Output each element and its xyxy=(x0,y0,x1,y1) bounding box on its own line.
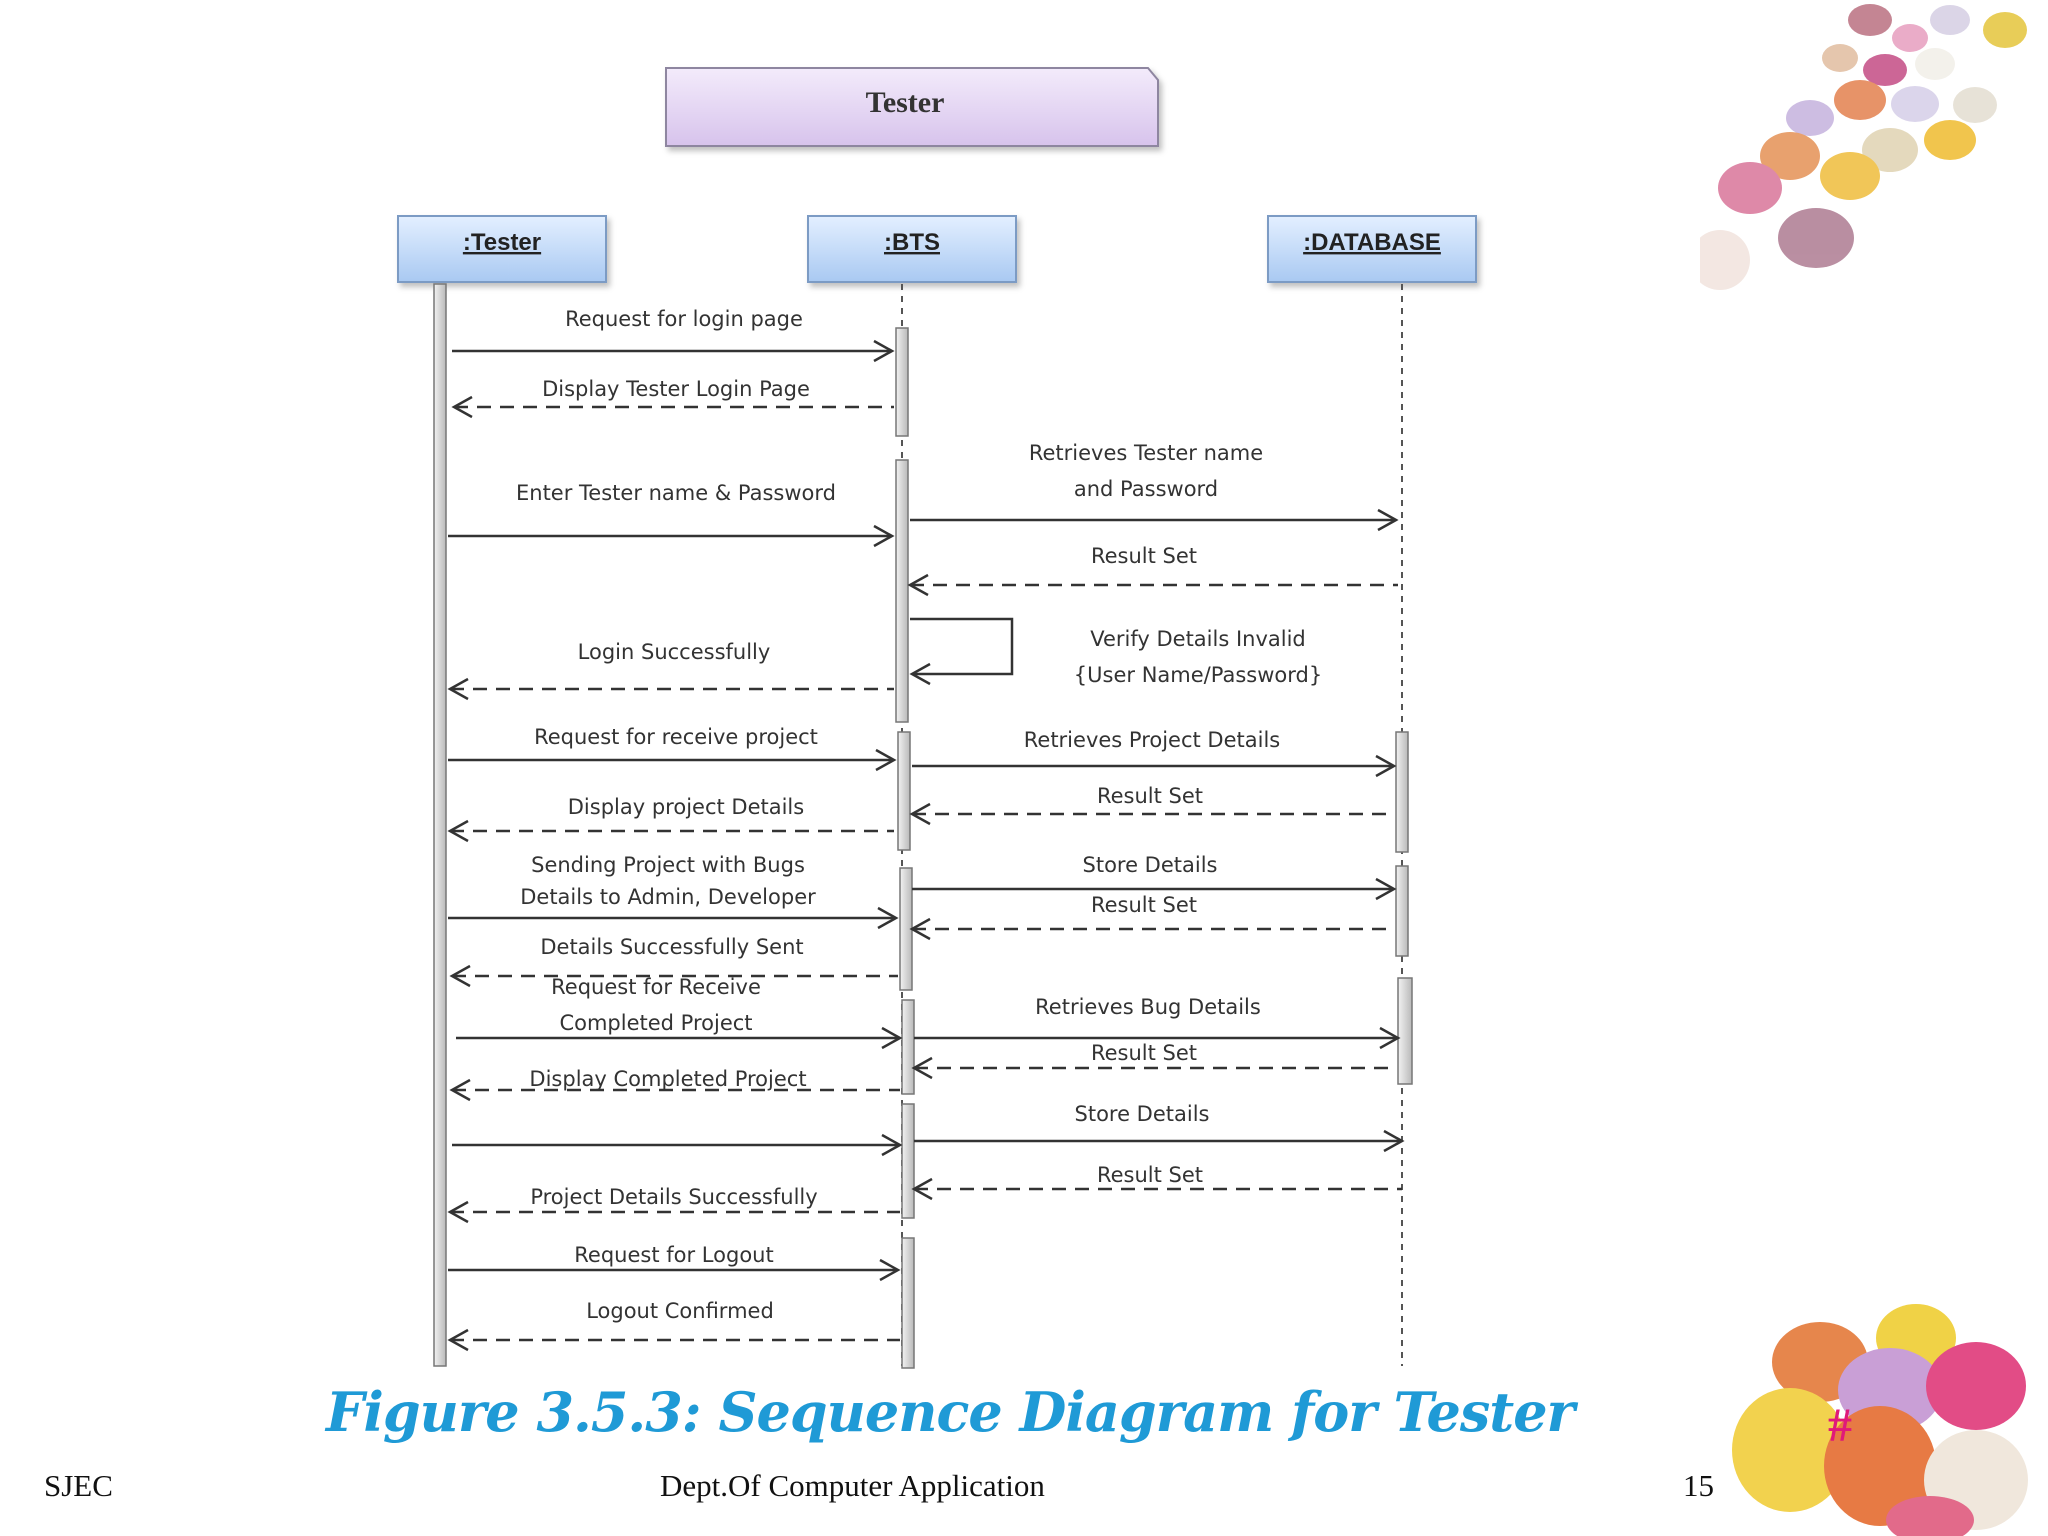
message-request-receive-project: Request for receive project xyxy=(448,725,897,772)
diagram-title-box: Tester xyxy=(665,67,1159,147)
lifeline-label-bts: :BTS xyxy=(884,229,940,256)
message-result-set-1: Result Set xyxy=(907,544,1398,597)
activations-bts xyxy=(895,327,915,1369)
message-label: Result Set xyxy=(1097,784,1203,808)
page-number: 15 xyxy=(1683,1468,1714,1503)
message-label: Details to Admin, Developer xyxy=(520,885,816,909)
message-label: Store Details xyxy=(1083,853,1218,877)
message-login-successfully: Login Successfully xyxy=(447,640,894,701)
message-result-set-4: Result Set xyxy=(911,1041,1396,1080)
message-label: Display Tester Login Page xyxy=(542,377,810,401)
message-label: Result Set xyxy=(1091,1041,1197,1065)
message-label: Request for receive project xyxy=(534,725,818,749)
message-label: Enter Tester name & Password xyxy=(516,481,836,505)
message-label: Display Completed Project xyxy=(529,1067,806,1091)
message-retrieve-tester: Retrieves Tester name and Password xyxy=(910,441,1399,532)
message-display-completed-project: Display Completed Project xyxy=(449,1067,900,1102)
message-label: Result Set xyxy=(1097,1163,1203,1187)
message-display-login-page: Display Tester Login Page xyxy=(451,377,894,419)
message-verify-details: Verify Details Invalid {User Name/Passwo… xyxy=(909,617,1322,687)
message-label: Store Details xyxy=(1075,1102,1210,1126)
lifeline-bts: :BTS xyxy=(807,215,1017,283)
footer-department: Dept.Of Computer Application xyxy=(660,1468,1045,1503)
figure-caption: Figure 3.5.3: Sequence Diagram for Teste… xyxy=(325,1380,1575,1444)
message-result-set-5: Result Set xyxy=(911,1163,1402,1201)
lifeline-database: :DATABASE xyxy=(1267,215,1477,283)
message-label: Result Set xyxy=(1091,893,1197,917)
message-label: Request for Receive xyxy=(551,975,761,999)
message-label: and Password xyxy=(1074,477,1218,501)
message-sending-project-bugs: Sending Project with Bugs Details to Adm… xyxy=(448,853,899,930)
message-label: Request for login page xyxy=(565,307,803,331)
message-label: Logout Confirmed xyxy=(586,1299,774,1323)
message-retrieve-project: Retrieves Project Details xyxy=(912,728,1397,778)
message-result-set-2: Result Set xyxy=(909,784,1394,826)
footer-institution: SJEC xyxy=(44,1468,113,1503)
message-label: Retrieves Bug Details xyxy=(1035,995,1261,1019)
candy-eggs-bottom-decoration xyxy=(1732,1304,2028,1536)
message-request-completed-project: Request for Receive Completed Project xyxy=(456,975,903,1050)
message-label: Verify Details Invalid xyxy=(1090,627,1306,651)
message-label: Retrieves Project Details xyxy=(1024,728,1280,752)
message-store-details-1: Store Details xyxy=(912,853,1397,901)
message-label: Result Set xyxy=(1091,544,1197,568)
lifeline-tester: :Tester xyxy=(397,215,607,283)
message-display-project-details: Display project Details xyxy=(447,795,894,843)
activation-tester xyxy=(433,283,447,1367)
message-label: Request for Logout xyxy=(574,1243,773,1267)
message-label: Project Details Successfully xyxy=(530,1185,817,1209)
message-details-successfully-sent: Details Successfully Sent xyxy=(449,935,898,988)
candy-eggs-top-decoration xyxy=(1700,0,2048,300)
message-label: Sending Project with Bugs xyxy=(531,853,805,877)
message-label: Completed Project xyxy=(559,1011,752,1035)
message-unlabeled-send xyxy=(452,1133,903,1157)
message-enter-credentials: Enter Tester name & Password xyxy=(448,481,895,548)
message-label: Login Successfully xyxy=(578,640,771,664)
message-project-details-successfully: Project Details Successfully xyxy=(447,1185,900,1224)
message-request-login-page: Request for login page xyxy=(452,307,895,363)
message-logout-confirmed: Logout Confirmed xyxy=(447,1299,900,1352)
message-label: {User Name/Password} xyxy=(1074,663,1322,687)
message-store-details-2: Store Details xyxy=(914,1102,1405,1153)
activations-database xyxy=(1395,731,1413,1085)
message-result-set-3: Result Set xyxy=(909,893,1394,941)
message-label: Display project Details xyxy=(568,795,804,819)
messages: Request for login page Display Tester Lo… xyxy=(447,307,1405,1352)
lifeline-label-database: :DATABASE xyxy=(1303,229,1441,256)
message-retrieve-bug-details: Retrieves Bug Details xyxy=(914,995,1401,1050)
diagram-title: Tester xyxy=(866,86,945,119)
message-request-logout: Request for Logout xyxy=(448,1243,901,1282)
lifeline-label-tester: :Tester xyxy=(463,229,541,256)
hash-mark: # xyxy=(1828,1399,1852,1452)
message-label: Details Successfully Sent xyxy=(540,935,803,959)
message-label: Retrieves Tester name xyxy=(1029,441,1263,465)
